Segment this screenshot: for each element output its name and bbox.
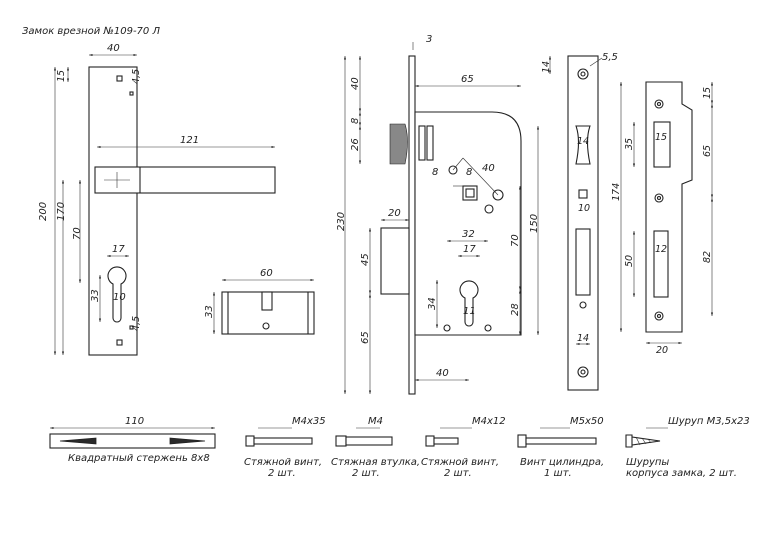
dimension-label: 65 (461, 74, 474, 85)
dimension-label: 17 (112, 244, 125, 255)
dimension-label: 70 (72, 227, 83, 240)
deadbolt (380, 227, 410, 295)
dimension-label: 2 шт. (444, 468, 472, 479)
dimension-label: 8 (466, 167, 472, 178)
dimension-label: 15 (655, 132, 667, 143)
dimension-label: 2 шт. (352, 468, 380, 479)
dimension-label: М4 (368, 416, 383, 427)
dimension-label: 35 (624, 138, 635, 150)
dimension-label: 14 (577, 136, 589, 147)
dimension-label: М4х12 (472, 416, 506, 427)
dimension-label: 8 (350, 118, 361, 124)
screw-m4x35: М4х35 Стяжной винт, 2 шт. (244, 416, 326, 479)
dimension-label: Винт цилиндра, (520, 457, 604, 468)
cylinder-view: 60 33 (204, 268, 315, 335)
dimension-label: 40 (436, 368, 449, 379)
dimension-label: 11 (463, 306, 476, 317)
dimension-label: 34 (427, 297, 438, 310)
dimension-label: 65 (360, 331, 371, 344)
dimension-label: 40 (350, 77, 361, 90)
dimension-label: М5х50 (570, 416, 604, 427)
dimension-label: 230 (336, 212, 347, 231)
dimension-label: 4,5 (131, 69, 142, 84)
screw-m5x50: М5х50 Винт цилиндра, 1 шт. (517, 416, 604, 479)
dimension-label: 20 (656, 345, 668, 356)
dimension-label: 14 (541, 61, 552, 73)
dimension-label: 33 (90, 289, 101, 302)
dimension-label: 33 (204, 305, 215, 318)
dimension-label: корпуса замка, 2 шт. (626, 468, 737, 479)
dimension-label: Квадратный стержень 8х8 (68, 453, 210, 464)
screw-m4x12: М4х12 Стяжной винт, 2 шт. (421, 416, 506, 479)
dimension-label: 110 (125, 416, 144, 427)
dimension-label: Шуруп М3,5х23 (668, 416, 750, 427)
dimension-label: 12 (655, 244, 667, 255)
dimension-label: 121 (180, 135, 199, 146)
dimension-label: 32 (462, 229, 475, 240)
dimension-label: 50 (624, 255, 635, 267)
wood-screw: Шуруп М3,5х23 Шурупы корпуса замка, 2 шт… (625, 416, 750, 479)
dimension-label: 40 (482, 163, 495, 174)
dimension-label: 70 (510, 234, 521, 247)
handle-plate-view: 40 15 4,5 4,5 200 121 170 70 17 10 33 (38, 43, 276, 356)
dimension-label: 15 (702, 87, 713, 99)
dimension-label: 40 (107, 43, 120, 54)
dimension-label: 17 (463, 244, 476, 255)
accessories: 110 Квадратный стержень 8х8 М4х35 Стяжно… (49, 416, 750, 479)
dimension-label: 8 (432, 167, 438, 178)
dimension-label: 170 (56, 202, 67, 221)
dimension-label: 5,5 (602, 52, 618, 63)
dimension-label: 4,5 (131, 316, 142, 331)
dimension-label: М4х35 (292, 416, 326, 427)
dimension-label: 3 (426, 34, 432, 45)
dimension-label: 1 шт. (544, 468, 572, 479)
dimension-label: 10 (578, 203, 590, 214)
dimension-label: 28 (510, 303, 521, 316)
dimension-label: 150 (529, 214, 540, 233)
dimension-label: 2 шт. (268, 468, 296, 479)
dimension-label: 26 (350, 138, 361, 151)
dimension-label: 10 (113, 292, 126, 303)
keyhole-plate (107, 266, 127, 323)
dimension-label: 174 (611, 183, 622, 201)
dimension-label: Стяжная втулка, (331, 457, 420, 468)
dimension-label: 45 (360, 253, 371, 266)
front-plate (567, 55, 599, 391)
dimension-label: 200 (38, 202, 49, 221)
dimension-label: 14 (577, 333, 589, 344)
dimension-label: Стяжной винт, (421, 457, 499, 468)
dimension-label: 82 (702, 251, 713, 263)
dimension-label: Стяжной винт, (244, 457, 322, 468)
dimension-label: 65 (702, 145, 713, 157)
dimension-label: 20 (388, 208, 401, 219)
front-plate-view: 14 5,5 14 10 14 (541, 52, 618, 391)
faceplate (408, 55, 416, 395)
dimension-label: 15 (56, 70, 67, 82)
square-bar: 110 Квадратный стержень 8х8 (49, 416, 216, 464)
lock-body-view: 8 8 40 3 65 230 40 8 26 20 45 65 32 17 3… (336, 34, 540, 395)
strike-plate-view: 15 15 35 65 174 12 50 82 20 (611, 81, 714, 356)
strike-plate (645, 81, 693, 333)
dimension-label: Шурупы (626, 457, 669, 468)
sleeve-m4: М4 Стяжная втулка, 2 шт. (331, 416, 420, 479)
dimension-label: 60 (260, 268, 273, 279)
keyhole-lock (459, 280, 479, 327)
drawing-title: Замок врезной №109-70 Л (22, 26, 160, 37)
